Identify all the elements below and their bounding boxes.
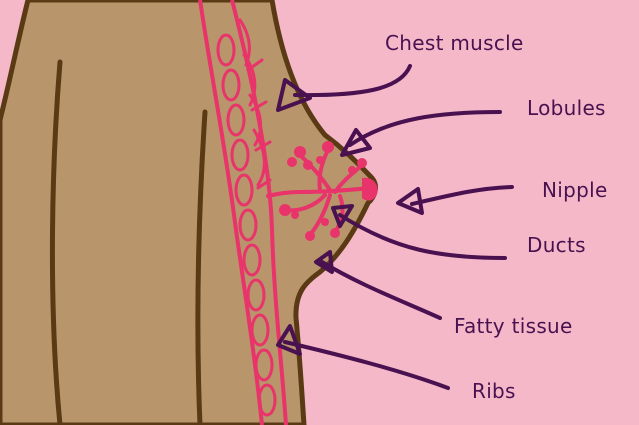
arrow-nipple	[412, 187, 512, 204]
arrow-lobules	[350, 112, 500, 145]
label-fatty-tissue: Fatty tissue	[454, 314, 573, 338]
label-lobules: Lobules	[527, 96, 606, 120]
arrow-fatty-tissue	[322, 262, 440, 318]
label-ducts: Ducts	[527, 233, 586, 257]
arrow-ribs	[285, 342, 448, 388]
arrow-chest-muscle	[295, 66, 410, 95]
label-ribs: Ribs	[472, 379, 516, 403]
arrow-head-nipple	[398, 189, 422, 213]
arrow-ducts	[340, 215, 505, 258]
label-chest-muscle: Chest muscle	[385, 31, 524, 55]
label-nipple: Nipple	[542, 178, 608, 202]
